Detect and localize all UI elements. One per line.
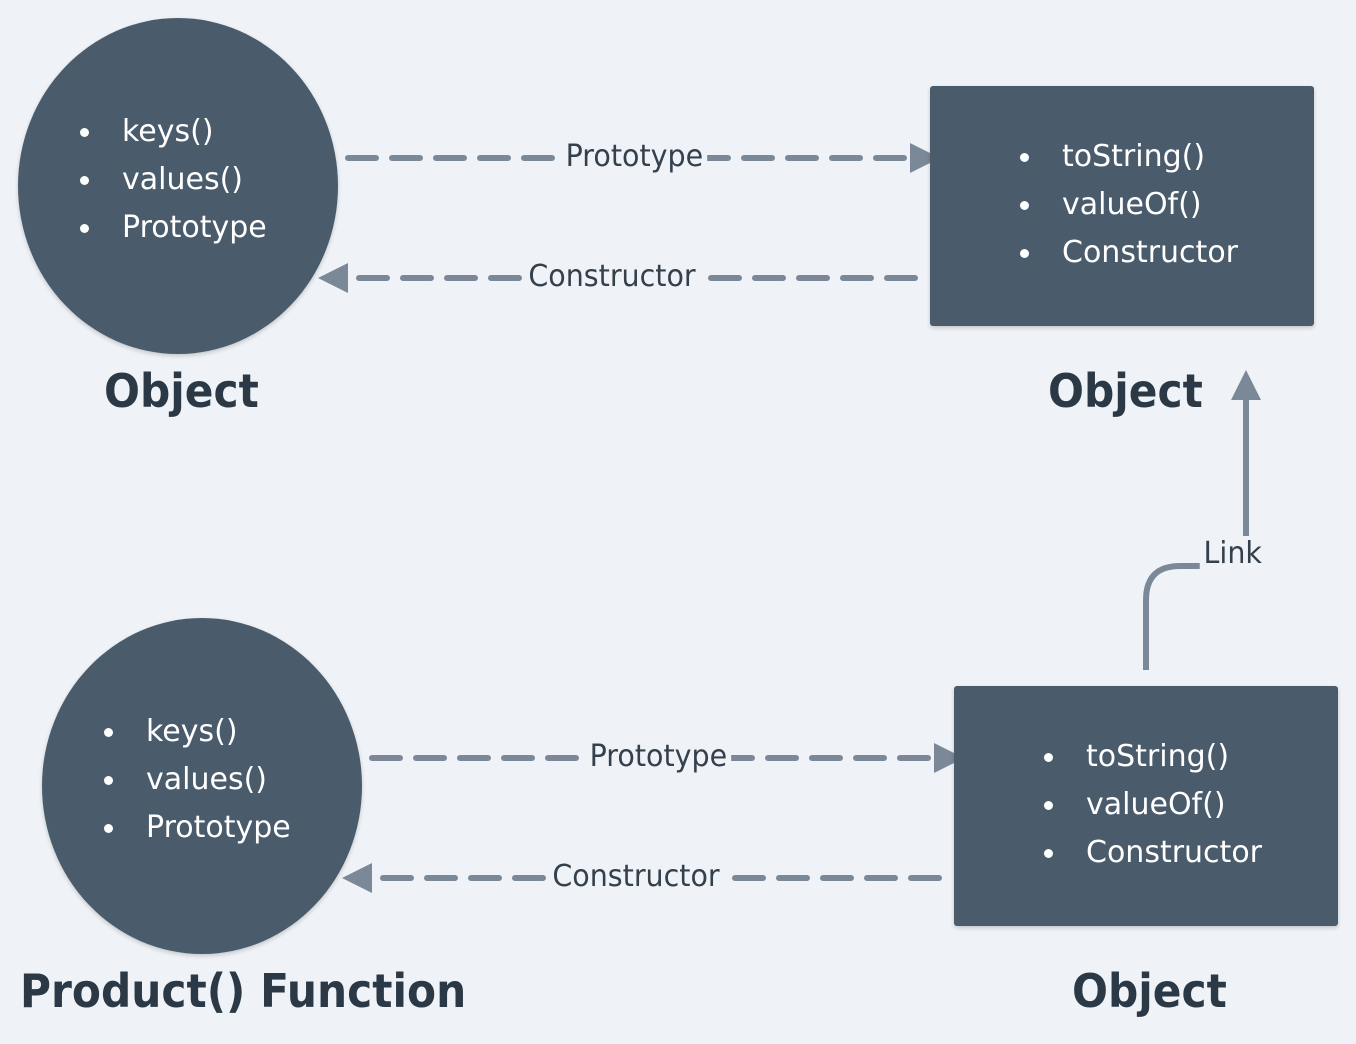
- method-valueof: valueOf(): [1018, 181, 1238, 229]
- top-left-title: Object: [104, 364, 259, 418]
- top-right-title: Object: [1048, 364, 1203, 418]
- top-left-method-list: keys() values() Prototype: [78, 108, 267, 252]
- top-right-object-node: toString() valueOf() Constructor: [930, 86, 1314, 326]
- edge-label-link: Link: [1199, 536, 1266, 572]
- method-valueof: valueOf(): [1042, 781, 1262, 829]
- bottom-left-function-node: keys() values() Prototype: [42, 618, 362, 954]
- edge-label-bottom-prototype: Prototype: [585, 739, 731, 775]
- bottom-right-method-list: toString() valueOf() Constructor: [1042, 733, 1262, 877]
- method-keys: keys(): [78, 108, 267, 156]
- edge-link-path: [1143, 370, 1261, 670]
- bottom-left-title: Product() Function: [20, 964, 467, 1018]
- top-left-object-node: keys() values() Prototype: [18, 18, 338, 354]
- property-constructor: Constructor: [1042, 829, 1262, 877]
- edge-label-top-constructor: Constructor: [524, 259, 700, 295]
- top-right-method-list: toString() valueOf() Constructor: [1018, 133, 1238, 277]
- edge-label-top-prototype: Prototype: [561, 139, 707, 175]
- method-tostring: toString(): [1018, 133, 1238, 181]
- property-prototype: Prototype: [102, 804, 291, 852]
- bottom-right-title: Object: [1072, 964, 1227, 1018]
- method-values: values(): [78, 156, 267, 204]
- edge-label-bottom-constructor: Constructor: [548, 859, 724, 895]
- property-constructor: Constructor: [1018, 229, 1238, 277]
- bottom-left-method-list: keys() values() Prototype: [102, 708, 291, 852]
- method-tostring: toString(): [1042, 733, 1262, 781]
- method-keys: keys(): [102, 708, 291, 756]
- bottom-right-object-node: toString() valueOf() Constructor: [954, 686, 1338, 926]
- property-prototype: Prototype: [78, 204, 267, 252]
- method-values: values(): [102, 756, 291, 804]
